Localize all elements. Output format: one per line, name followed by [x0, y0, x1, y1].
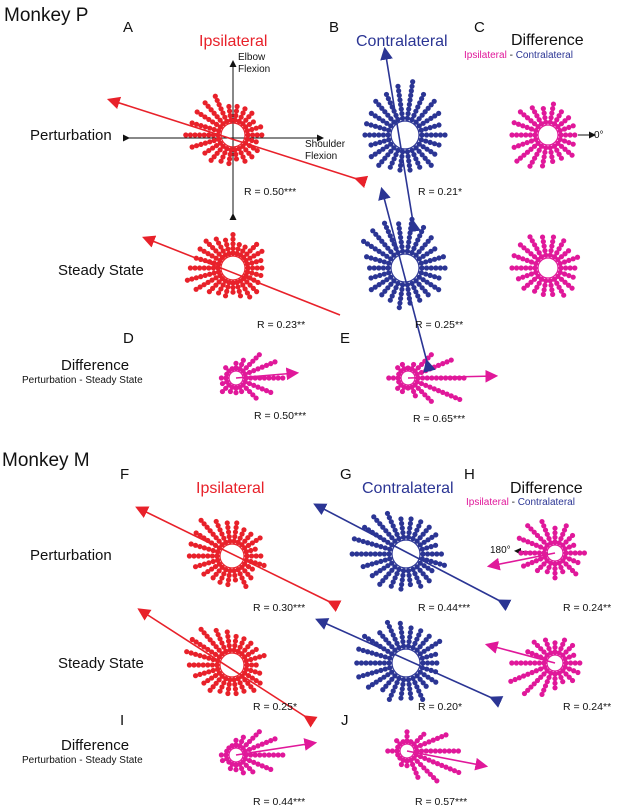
mean-arrow-b-steady — [378, 186, 436, 373]
panel-label-e: E — [340, 330, 351, 347]
monkey-m-title: Monkey M — [2, 450, 90, 471]
mean-vector-arrows — [106, 46, 556, 771]
elbow-label: Elbow — [238, 52, 266, 63]
rose-a-perturbation — [183, 93, 265, 167]
r-value-a-steady: R = 0.23** — [257, 319, 306, 331]
row-label-steady-state-m: Steady State — [58, 655, 144, 672]
rose-c-perturbation — [509, 101, 578, 169]
r-value-h-perturbation: R = 0.24** — [563, 602, 612, 614]
zero-degree-label: 0° — [594, 130, 604, 141]
rose-g-steady — [354, 619, 443, 702]
r-value-f-perturbation: R = 0.30*** — [253, 602, 306, 614]
mean-arrow-f-perturbation — [135, 506, 342, 612]
panel-label-g: G — [340, 466, 352, 483]
contralateral-heading: Contralateral — [356, 33, 448, 50]
r-value-b-steady: R = 0.25** — [415, 319, 464, 331]
rose-i — [218, 729, 286, 776]
monkey-p-title: Monkey P — [4, 5, 89, 26]
r-value-g-perturbation: R = 0.44*** — [418, 602, 471, 614]
deg-180-label: 180° — [490, 545, 511, 556]
mean-arrow-g-steady — [315, 618, 504, 708]
row-label-steady-state: Steady State — [58, 262, 144, 279]
mean-arrow-f-steady — [137, 608, 318, 728]
rose-h-steady — [508, 637, 583, 698]
row-label-difference-m: Difference — [61, 737, 130, 754]
mean-arrow-j — [406, 750, 489, 771]
row-label-difference: Difference — [61, 357, 130, 374]
panel-label-f: F — [120, 466, 130, 483]
rose-b-steady — [361, 216, 448, 311]
mean-arrow-h-steady — [484, 641, 556, 664]
mean-arrow-d — [235, 367, 300, 381]
mean-arrow-a-steady — [142, 235, 341, 316]
mean-arrow-i — [235, 738, 318, 756]
shoulder-flexion-label: Flexion — [305, 151, 338, 162]
r-value-a-perturbation: R = 0.50*** — [244, 186, 297, 198]
ipsilateral-heading: Ipsilateral — [199, 33, 268, 50]
difference-heading-m: Difference — [510, 480, 583, 497]
row-label-perturbation-m: Perturbation — [30, 547, 112, 564]
elbow-flexion-label: Flexion — [238, 64, 271, 75]
difference-heading: Difference — [511, 32, 584, 49]
row-label-difference-sub: Perturbation - Steady State — [22, 375, 143, 386]
rose-f-perturbation — [186, 517, 267, 589]
r-value-g-steady: R = 0.20* — [418, 701, 463, 713]
difference-subheading: Ipsilateral - Contralateral — [464, 50, 573, 61]
shoulder-label: Shoulder — [305, 139, 346, 150]
panel-label-d: D — [123, 330, 134, 347]
panel-label-a: A — [123, 19, 134, 36]
r-value-f-steady: R = 0.25* — [253, 701, 298, 713]
r-value-i: R = 0.44*** — [253, 796, 306, 808]
r-value-b-perturbation: R = 0.21* — [418, 186, 463, 198]
rose-d — [218, 352, 286, 401]
rose-f-steady — [184, 626, 267, 697]
contralateral-heading-m: Contralateral — [362, 480, 454, 497]
rose-a-steady — [184, 232, 265, 300]
panel-label-i: I — [120, 712, 125, 729]
rose-g-perturbation — [349, 510, 447, 592]
rose-j — [385, 729, 462, 784]
panel-label-h: H — [464, 466, 475, 483]
mean-arrow-e — [407, 369, 499, 383]
difference-subheading-m: Ipsilateral - Contralateral — [466, 497, 575, 508]
rose-h-perturbation — [516, 518, 588, 581]
panel-label-b: B — [329, 19, 340, 36]
panel-label-j: J — [341, 712, 349, 729]
r-value-h-steady: R = 0.24** — [563, 701, 612, 713]
panel-label-c: C — [474, 19, 485, 36]
mean-arrow-g-perturbation — [313, 503, 512, 612]
row-label-difference-sub-m: Perturbation - Steady State — [22, 755, 143, 766]
r-value-e: R = 0.65*** — [413, 413, 466, 425]
mean-arrow-a-perturbation — [106, 96, 369, 189]
rose-b-perturbation — [362, 79, 448, 173]
r-value-j: R = 0.57*** — [415, 796, 468, 808]
ipsilateral-heading-m: Ipsilateral — [196, 480, 265, 497]
r-value-d: R = 0.50*** — [254, 410, 307, 422]
mean-arrow-h-perturbation — [486, 552, 556, 571]
rose-c-steady — [509, 234, 581, 298]
row-label-perturbation: Perturbation — [30, 127, 112, 144]
